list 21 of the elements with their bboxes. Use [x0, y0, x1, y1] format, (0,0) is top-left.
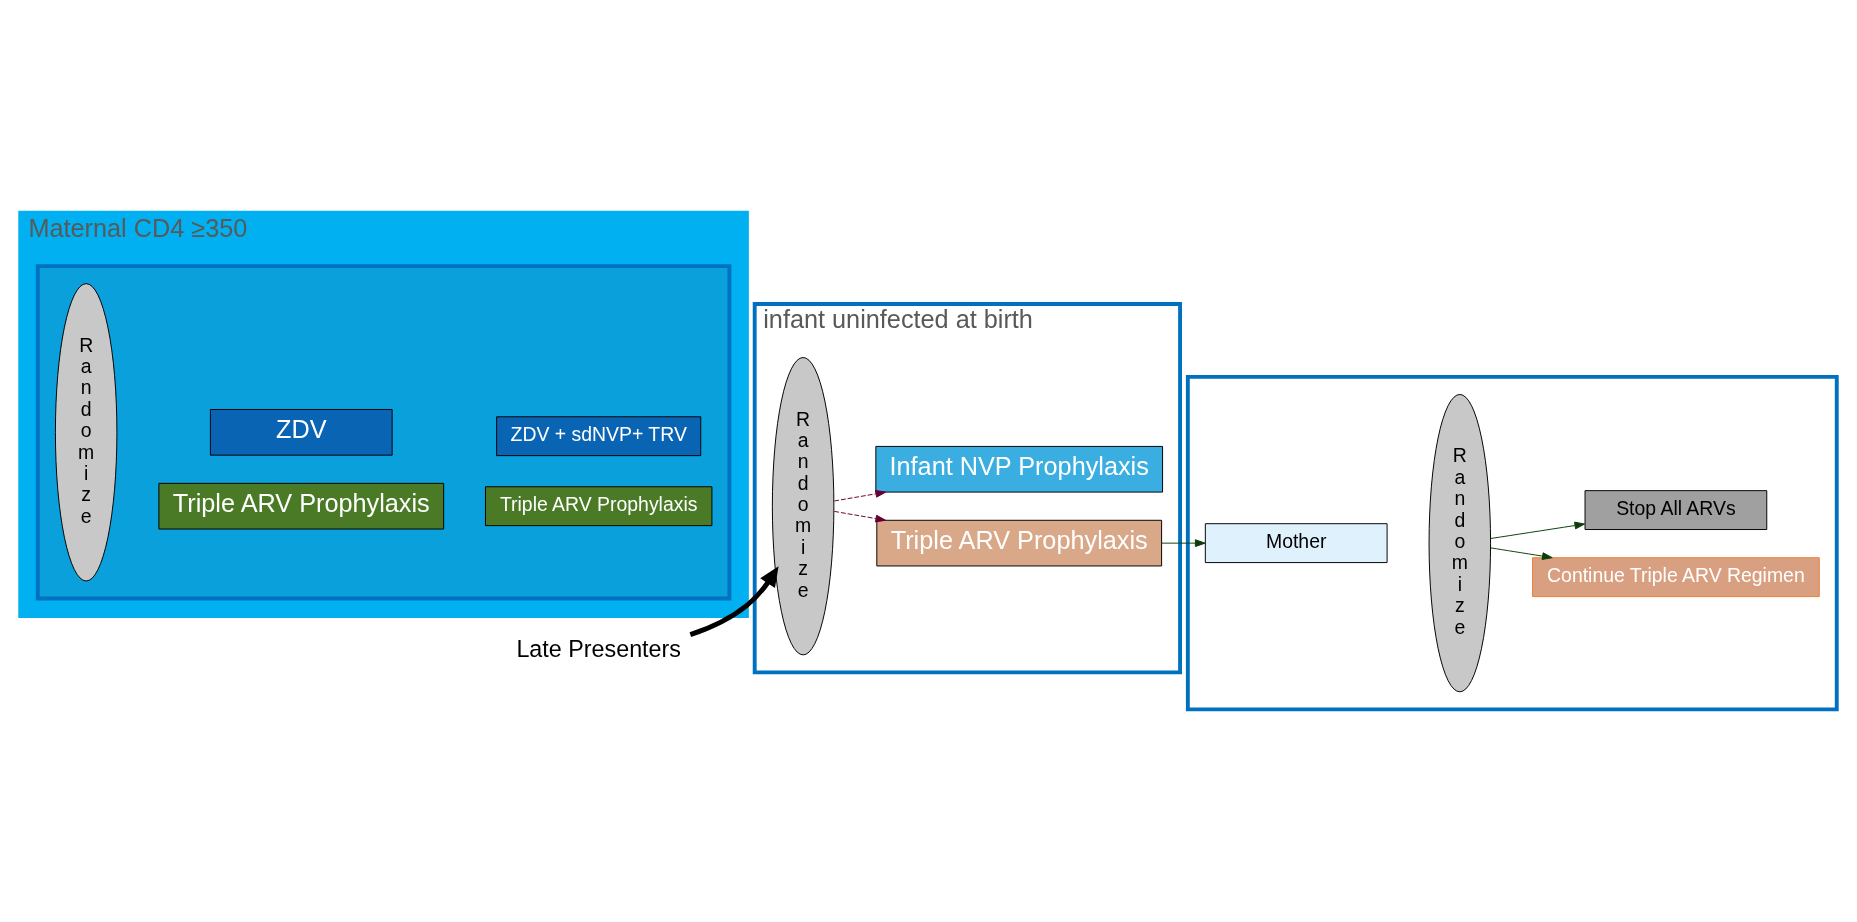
cluster [35, 264, 732, 601]
arrow [1490, 521, 1586, 539]
node-box: Stop All ARVs [1584, 490, 1768, 530]
node-ellipse: Randomize [771, 357, 835, 656]
node-box: Triple ARV Prophylaxis [158, 482, 445, 530]
arrow [1161, 539, 1206, 547]
node-box: Infant NVP Prophylaxis [875, 445, 1164, 493]
arrow [833, 510, 887, 523]
node-text: Late Presenters [516, 636, 681, 663]
arrow [833, 489, 887, 502]
node-box: Triple ARV Prophylaxis [484, 486, 713, 527]
cluster [1185, 375, 1839, 712]
node-ellipse: Randomize [54, 283, 118, 582]
node-box: ZDV + sdNVP+ TRV [496, 416, 702, 457]
node-box: Mother [1204, 523, 1388, 564]
node-box: ZDV [209, 409, 393, 456]
node-ellipse: Randomize [1428, 393, 1492, 693]
node-box: Continue Triple ARV Regimen [1532, 557, 1820, 598]
node-box: Triple ARV Prophylaxis [876, 519, 1163, 567]
arrow [689, 566, 779, 637]
arrow [1490, 547, 1553, 560]
